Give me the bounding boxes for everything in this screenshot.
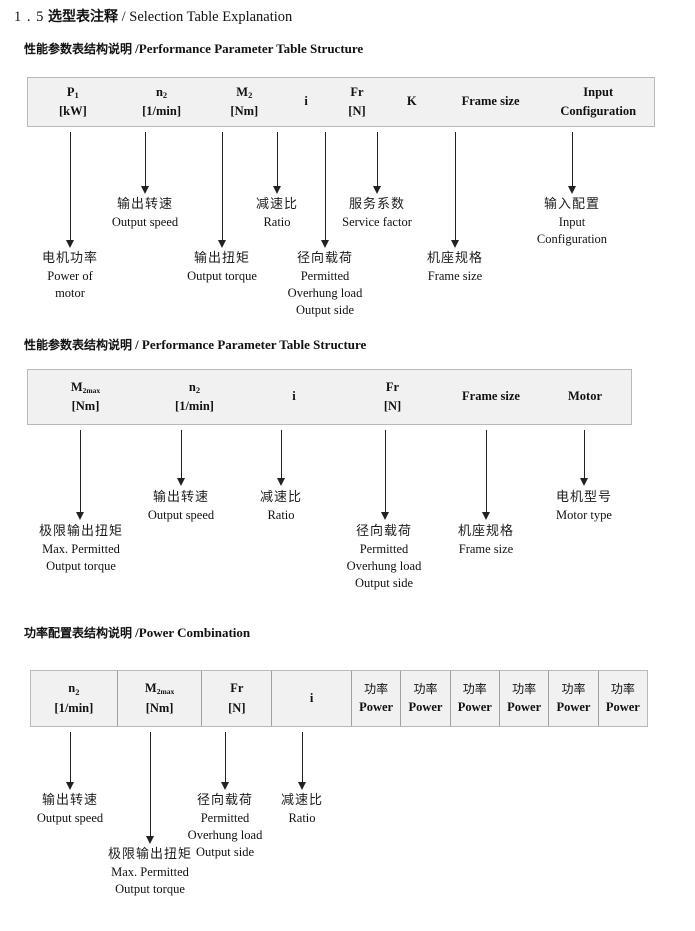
section-2-heading-separator: / [135,337,139,352]
callout-motor-type: 电机型号 Motor type [555,490,613,522]
arrow-down-icon [218,132,227,248]
callout-frame-size: 机座规格 Frame size [426,251,484,283]
page-title-separator: / [121,9,126,25]
table-2-col-n2[interactable]: n2 [1/min] [175,379,214,413]
table-2-col-i[interactable]: i [292,389,296,404]
arrow-down-icon [321,132,330,248]
table-2-col-motor[interactable]: Motor [567,389,602,404]
table-3-col-power-6[interactable]: 功率 Power [597,671,647,726]
arrow-down-icon [177,430,186,486]
table-1-col-n2[interactable]: n2 [1/min] [142,84,182,118]
table-1-col-m2[interactable]: M2 [Nm] [230,84,259,118]
section-3-heading-en: Power Combination [138,625,251,640]
page-title-en: Selection Table Explanation [129,9,293,25]
callout-permitted-overhung-load: 径向载荷 Permitted Overhung load Output side [287,251,363,318]
table-1-col-input-configuration[interactable]: Input Configuration [560,84,637,118]
section-2-heading: 性能参数表结构说明 / Performance Parameter Table … [24,336,366,353]
section-3-heading: 功率配置表结构说明 /Power Combination [24,624,250,641]
table-3-col-n2[interactable]: n2 [1/min] [54,681,94,715]
arrow-down-icon [76,430,85,520]
page-title: 1 . 5 选型表注释 / Selection Table Explanatio… [14,6,292,26]
table-3-col-fr[interactable]: Fr [N] [201,671,271,726]
section-1-heading: 性能参数表结构说明 /Performance Parameter Table S… [24,40,363,57]
section-2-heading-cn: 性能参数表结构说明 [24,338,133,352]
table-1-col-p1[interactable]: P1 [kW] [58,84,87,118]
callout-frame-size: 机座规格 Frame size [457,524,515,556]
arrow-down-icon [482,430,491,520]
arrow-down-icon [580,430,589,486]
callout-output-speed: 输出转速 Output speed [111,197,179,229]
table-1-col-fr[interactable]: Fr [N] [348,84,366,118]
arrow-down-icon [66,132,75,248]
arrow-down-icon [568,132,577,194]
callout-output-speed: 输出转速 Output speed [36,793,104,825]
callout-output-torque: 输出扭矩 Output torque [187,251,257,283]
section-3-heading-separator: / [135,625,139,640]
table-2-col-fr[interactable]: Fr [N] [383,379,402,413]
callout-output-speed: 输出转速 Output speed [147,490,215,522]
arrow-down-icon [298,732,307,790]
arrow-down-icon [451,132,460,248]
section-2-heading-en: Performance Parameter Table Structure [141,337,367,352]
performance-parameter-table-1: P1 [kW] n2 [1/min] M2 [Nm] i Fr [N] K Fr… [27,77,655,127]
arrow-down-icon [141,132,150,194]
callout-max-permitted-output-torque: 极限输出扭矩 Max. Permitted Output torque [107,847,193,897]
callout-permitted-overhung-load: 径向载荷 Permitted Overhung load Output side [346,524,422,591]
table-3-col-power-5[interactable]: 功率 Power [548,671,597,726]
callout-input-configuration: 输入配置 Input Configuration [536,197,608,247]
arrow-down-icon [277,430,286,486]
arrow-down-icon [221,732,230,790]
arrow-down-icon [273,132,282,194]
arrow-down-icon [66,732,75,790]
table-3-col-power-2[interactable]: 功率 Power [400,671,449,726]
section-number: 1 . 5 [14,9,45,25]
arrow-down-icon [373,132,382,194]
callout-ratio: 减速比 Ratio [255,197,299,229]
page-title-cn: 选型表注释 [48,9,118,25]
table-1-col-k[interactable]: K [406,94,417,109]
table-3-col-i[interactable]: i [271,671,351,726]
table-1-col-frame-size[interactable]: Frame size [461,94,520,109]
table-2-col-frame-size[interactable]: Frame size [462,389,520,404]
arrow-down-icon [381,430,390,520]
callout-ratio: 减速比 Ratio [280,793,324,825]
table-1-col-i[interactable]: i [304,94,308,109]
callout-max-permitted-output-torque: 极限输出扭矩 Max. Permitted Output torque [38,524,124,574]
callout-power-of-motor: 电机功率 Power of motor [41,251,99,301]
section-1-heading-en: Performance Parameter Table Structure [138,41,364,56]
table-3-col-m2max[interactable]: M2max [Nm] [116,671,202,726]
callout-permitted-overhung-load: 径向载荷 Permitted Overhung load Output side [187,793,263,860]
table-3-col-power-4[interactable]: 功率 Power [498,671,548,726]
arrow-down-icon [146,732,155,844]
callout-service-factor: 服务系数 Service factor [342,197,412,229]
callout-ratio: 减速比 Ratio [259,490,303,522]
table-3-col-power-1[interactable]: 功率 Power [350,671,400,726]
performance-parameter-table-2: M2max [Nm] n2 [1/min] i Fr [N] Frame siz… [27,369,632,425]
table-3-col-power-3[interactable]: 功率 Power [449,671,499,726]
section-3-heading-cn: 功率配置表结构说明 [24,626,133,640]
table-2-col-m2max[interactable]: M2max [Nm] [70,379,101,413]
section-1-heading-cn: 性能参数表结构说明 [24,42,133,56]
section-1-heading-separator: / [135,41,139,56]
power-combination-table: n2 [1/min] M2max [Nm] Fr [N] i 功率 Power … [30,670,648,727]
